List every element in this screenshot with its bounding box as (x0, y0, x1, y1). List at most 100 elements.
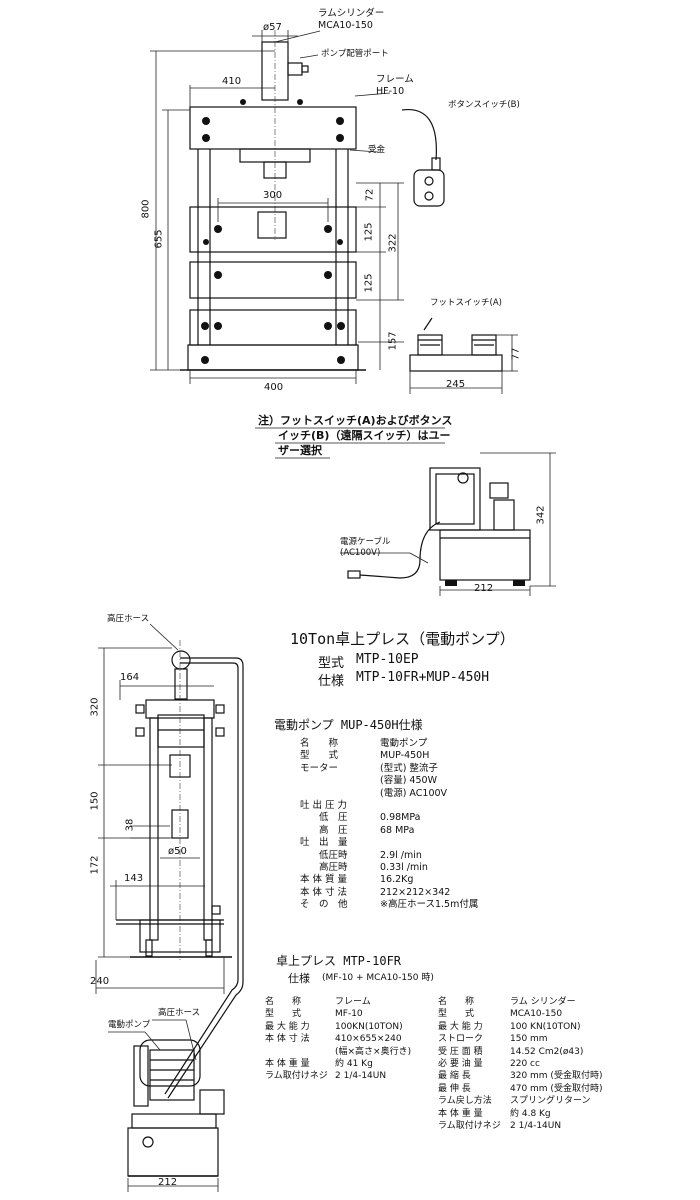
spec-value: フレーム (335, 997, 371, 1007)
spec-key: ストローク (438, 1034, 484, 1045)
spec-key: 最 大 能 力 (438, 1021, 483, 1032)
drawing-title: 10Ton卓上プレス（電動ポンプ） (290, 630, 515, 648)
spec-row: 型 式 MF-10 (265, 1008, 411, 1020)
spec-row: 本 体 重 量約 41 Kg (265, 1058, 411, 1070)
frame-label: フレーム (376, 74, 414, 85)
spec-value: 410×655×240 (335, 1034, 402, 1045)
dim-212-pump: 212 (474, 583, 494, 594)
button-switch-drawing (401, 109, 445, 207)
spec-key: 高 圧 (300, 824, 348, 836)
ram-cylinder-model: MCA10-150 (318, 20, 373, 31)
spec-value: 電動ポンプ (380, 738, 428, 749)
spec-value: ラム シリンダー (510, 997, 576, 1007)
spec-label: 仕様 (318, 674, 345, 689)
spec-value: 0.98MPa (380, 812, 421, 824)
spec-row: (容量) 450W (300, 775, 478, 787)
spec-value: 470 mm (受金取付時) (510, 1083, 603, 1094)
dim-172: 172 (89, 855, 101, 875)
spec-value: 16.2Kg (380, 874, 414, 886)
press-spec-subheading-label: 仕様 (288, 972, 310, 985)
spec-key: 吐 出 量 (300, 837, 348, 849)
spec-key: ラム取付けネジ (265, 1071, 328, 1082)
spec-key: 名 称 (438, 997, 475, 1007)
spec-value: 約 4.8 Kg (510, 1108, 551, 1119)
press-spec-heading: 卓上プレス MTP-10FR (276, 954, 402, 968)
dim-800: 800 (140, 199, 152, 219)
dim-125b: 125 (363, 273, 375, 293)
spec-key: ラム取付けネジ (438, 1121, 501, 1132)
pump-side-view (340, 452, 556, 596)
dim-400: 400 (264, 382, 284, 393)
press-side-view (95, 640, 244, 1099)
dim-150: 150 (89, 791, 101, 811)
spec-row: 本 体 重 量 約 4.8 Kg (438, 1108, 602, 1120)
spec-key: 低圧時 (300, 849, 348, 861)
dim-410: 410 (222, 76, 242, 87)
dim-164: 164 (120, 672, 140, 683)
receiver-label: 受金 (368, 145, 386, 155)
pump-port-label: ポンプ配管ポート (321, 49, 389, 59)
dim-300: 300 (263, 190, 283, 201)
spec-row: (幅×高さ×奥行き) (265, 1046, 411, 1058)
spec-row: モーター(型式) 整流子 (300, 763, 478, 775)
spec-value: 220 cc (510, 1059, 540, 1070)
dim-655: 655 (153, 229, 165, 249)
dim-143: 143 (124, 873, 144, 884)
spec-value: (容量) 450W (380, 775, 437, 787)
spec-row: 名 称 フレーム (265, 996, 411, 1008)
dim-342: 342 (535, 505, 547, 525)
note-line-2: イッチ(B)（遠隔スイッチ）はユー (278, 429, 451, 442)
spec-key: 低 圧 (300, 812, 348, 824)
spec-value: 212×212×342 (380, 886, 451, 898)
spec-value: 150 mm (510, 1034, 548, 1045)
dim-212-lower: 212 (158, 1177, 178, 1188)
dim-77: 77 (510, 347, 522, 361)
dim-125a: 125 (363, 222, 375, 242)
spec-row: 最 伸 長 470 mm (受金取付時) (438, 1083, 602, 1095)
note-line-3: ザー選択 (278, 444, 322, 457)
model-label: 型式 (318, 656, 345, 671)
spec-key: 高圧時 (300, 862, 348, 874)
spec-value: 約 41 Kg (335, 1059, 373, 1070)
spec-value: スプリングリターン (510, 1096, 591, 1107)
spec-key: 名 称 (300, 738, 339, 749)
electric-pump-lower-view (108, 1019, 225, 1192)
frame-model: HF-10 (376, 86, 405, 97)
spec-value: 68 MPa (380, 824, 415, 836)
dim-322: 322 (387, 233, 399, 253)
spec-key: 型 式 (300, 750, 339, 762)
spec-key: そ の 他 (300, 899, 348, 911)
leader-lines (149, 30, 391, 651)
spec-key: 名 称 (265, 997, 302, 1007)
button-switch-label: ボタンスイッチ(B) (448, 100, 520, 110)
spec-key: 型 式 (438, 1009, 475, 1020)
spec-key: 型 式 (265, 1009, 302, 1020)
spec-key: 最 伸 長 (438, 1083, 471, 1094)
spec-value: 100 KN(10TON) (510, 1021, 581, 1032)
spec-value: (電源) AC100V (380, 787, 448, 799)
foot-switch-label: フットスイッチ(A) (430, 298, 502, 308)
spec-row: 吐 出 圧 力 (300, 800, 478, 812)
press-front-view (180, 30, 366, 371)
dim-50: ø50 (168, 846, 187, 857)
spec-key: 本 体 重 量 (438, 1108, 483, 1119)
dim-38: 38 (124, 818, 136, 832)
spec-row: 低 圧 0.98MPa (300, 812, 478, 824)
spec-key: 本 体 寸 法 (265, 1034, 310, 1045)
spec-value: 2.9l /min (380, 849, 422, 861)
spec-key: 本 体 質 量 (300, 874, 348, 886)
note-line-1: 注）フットスイッチ(A)およびボタンス (258, 414, 453, 427)
spec-value: MF-10 (335, 1009, 363, 1020)
spec-key (300, 788, 380, 800)
dimension-lines-top (150, 30, 404, 384)
spec-row: 本 体 寸 法 410×655×240 (265, 1033, 411, 1045)
spec-row: 名 称 ラム シリンダー (438, 996, 602, 1008)
